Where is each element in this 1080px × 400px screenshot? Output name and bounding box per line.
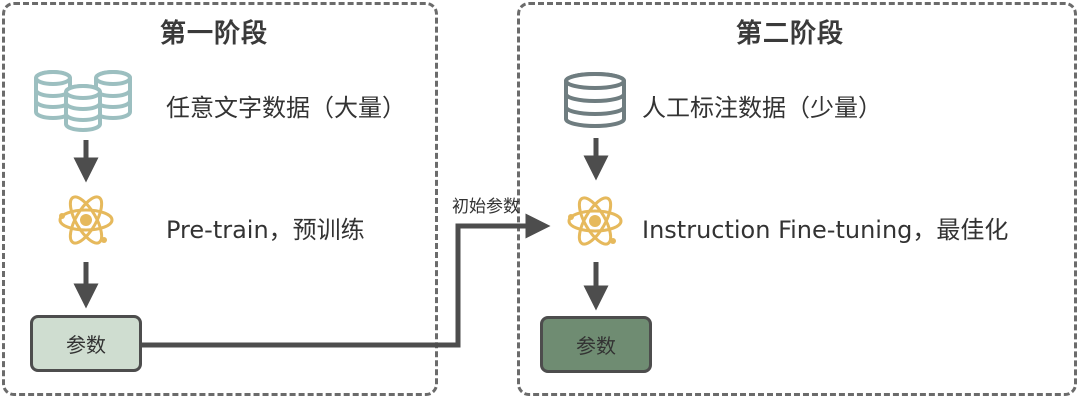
initial-params-label: 初始参数 bbox=[452, 197, 520, 217]
stage-one-panel: 第一阶段 bbox=[2, 2, 438, 396]
stage-two-title: 第二阶段 bbox=[736, 19, 845, 49]
stage-one-params-box: 参数 bbox=[30, 315, 142, 372]
atom-icon bbox=[58, 195, 114, 245]
stage-one-params-label: 参数 bbox=[66, 333, 106, 357]
stage-two-data-label: 人工标注数据（少量） bbox=[642, 94, 882, 122]
database-stack-icon bbox=[34, 70, 132, 132]
stage-two-params-label: 参数 bbox=[576, 334, 616, 358]
stage-one-data-label: 任意文字数据（大量） bbox=[166, 94, 406, 122]
stage-two-train-label: Instruction Fine-tuning，最佳化 bbox=[642, 216, 1009, 244]
stage-one-train-label: Pre-train，预训练 bbox=[166, 216, 365, 244]
stage-two-panel: 第二阶段 bbox=[517, 2, 1077, 396]
stage-two-params-box: 参数 bbox=[540, 316, 652, 373]
stage-one-title: 第一阶段 bbox=[160, 19, 269, 49]
atom-icon bbox=[567, 196, 623, 246]
initial-params-connector bbox=[142, 213, 551, 348]
database-icon bbox=[564, 72, 626, 128]
